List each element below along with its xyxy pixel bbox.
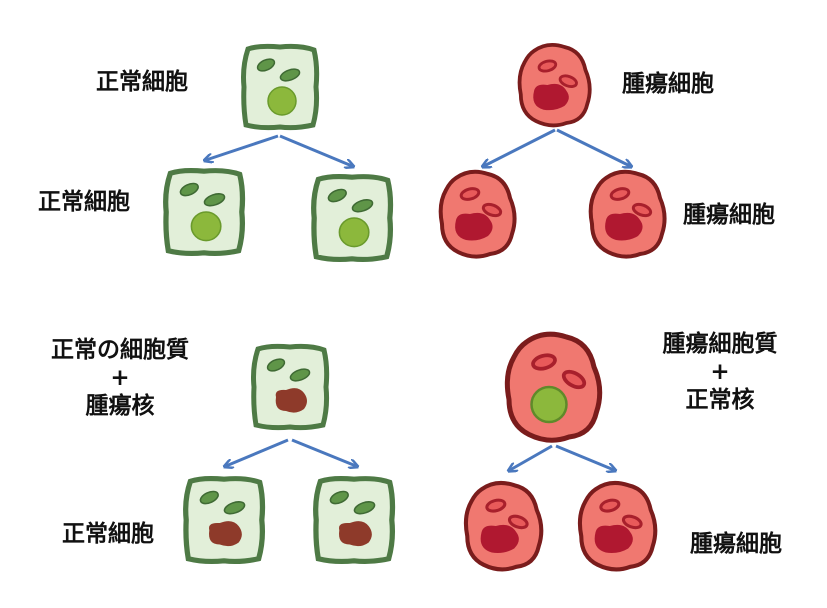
hybrid-normal-child-cell-right — [316, 479, 393, 562]
hybrid-normal-parent-cell — [254, 346, 327, 427]
normal-child-cell-right — [314, 177, 391, 260]
tumor-parent-cell — [517, 42, 592, 128]
label-normal-child: 正常細胞 — [38, 189, 130, 215]
normal-child-cell-left — [166, 171, 243, 254]
label-normal-parent: 正常細胞 — [96, 69, 188, 95]
label-line-normal-cytoplasm: 正常の細胞質 — [51, 337, 189, 363]
arrow-br-right — [555, 444, 614, 470]
label-normal-child-2: 正常細胞 — [62, 521, 154, 547]
label-tumor-child-2: 腫瘍細胞 — [690, 531, 782, 557]
label-tumor-parent: 腫瘍細胞 — [622, 71, 714, 97]
arrow-tl-right — [279, 134, 352, 166]
arrow-bl-right — [291, 438, 356, 466]
tumor-child-cell-right-2 — [580, 483, 655, 570]
tumor-child-cell-left-2 — [466, 483, 541, 570]
arrow-br-left — [510, 444, 553, 470]
arrow-tr-right — [556, 128, 630, 166]
arrow-tr-left — [484, 128, 556, 166]
label-tumor-cytoplasm-normal-nucleus: 腫瘍細胞質 + 正常核 — [640, 330, 800, 414]
tumor-child-cell-left — [438, 169, 517, 259]
label-plus-right: + — [710, 359, 730, 385]
arrow-tl-left — [206, 134, 279, 160]
tumor-child-cell-right — [588, 169, 667, 259]
hybrid-tumor-parent-cell — [507, 334, 599, 440]
hybrid-normal-child-cell-left — [186, 479, 263, 562]
label-line-tumor-cytoplasm: 腫瘍細胞質 — [662, 331, 778, 357]
label-line-tumor-nucleus: 腫瘍核 — [85, 393, 155, 419]
label-normal-cytoplasm-tumor-nucleus: 正常の細胞質 + 腫瘍核 — [32, 336, 208, 420]
label-line-normal-nucleus: 正常核 — [685, 387, 755, 413]
label-tumor-child: 腫瘍細胞 — [683, 202, 775, 228]
normal-parent-cell — [244, 46, 317, 127]
label-plus-left: + — [110, 365, 130, 391]
arrow-bl-left — [226, 438, 289, 466]
